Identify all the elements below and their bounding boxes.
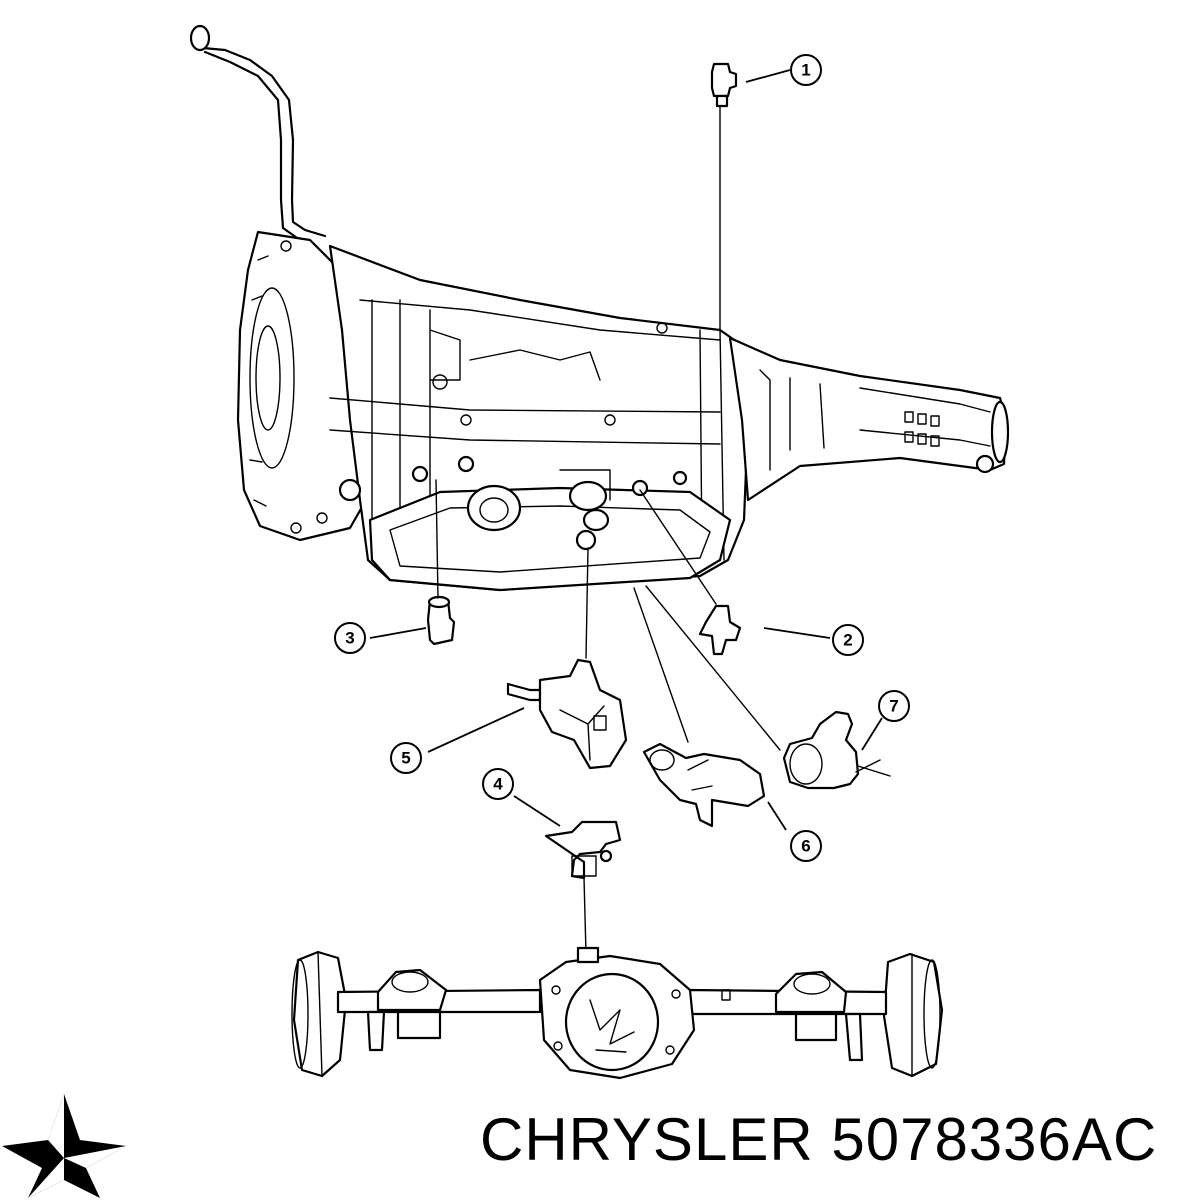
callout-1: 1 [790,54,822,86]
callout-4-label: 4 [493,775,503,794]
part-number-title: CHRYSLER 5078336AC [480,1106,1158,1173]
dipstick-tube [189,24,327,242]
transmission-housing [236,230,1010,592]
callout-2: 2 [832,624,864,656]
callout-4: 4 [482,768,514,800]
solenoid-part-6 [633,587,787,831]
sensor-part-1 [710,62,791,333]
callout-7: 7 [878,690,910,722]
callout-3-label: 3 [345,629,354,648]
callout-6: 6 [790,830,822,862]
callout-5: 5 [390,742,422,774]
solenoid-part-5 [427,547,628,770]
rear-axle [291,946,944,1080]
callout-7-label: 7 [889,697,898,716]
sensor-part-7 [645,585,891,790]
pentastar-logo-icon [2,1094,126,1198]
sensor-part-4 [513,795,622,955]
sensor-part-2 [639,489,831,656]
callout-1-label: 1 [801,61,810,80]
callout-5-label: 5 [401,749,410,768]
callout-2-label: 2 [843,631,852,650]
sensor-part-3 [369,479,456,646]
callout-3: 3 [334,622,366,654]
callout-6-label: 6 [801,837,810,856]
